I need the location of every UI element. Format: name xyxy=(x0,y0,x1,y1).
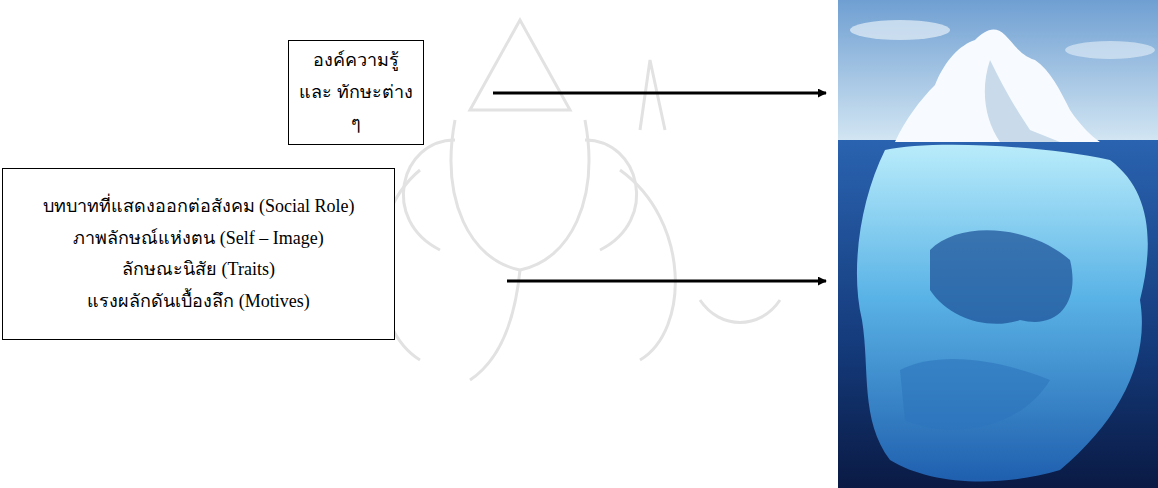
watermark-crown xyxy=(470,20,570,110)
iceberg-photo xyxy=(838,0,1158,488)
cloud xyxy=(850,20,950,40)
pointer-arrow xyxy=(493,92,826,95)
cloud xyxy=(1065,41,1155,59)
watermark-detail xyxy=(640,60,780,323)
watermark-trunk xyxy=(470,270,520,380)
ice-shadow xyxy=(930,230,1073,323)
box-text: แรงผลักดันเบื้องลึก (Motives) xyxy=(87,286,310,318)
iceberg-underwater xyxy=(857,145,1148,482)
watermark-head xyxy=(451,120,589,270)
text-box: องค์ความรู้และ ทักษะต่าง ๆ xyxy=(288,40,424,145)
tip-shade xyxy=(985,60,1060,142)
sea xyxy=(838,140,1158,488)
arrows xyxy=(493,93,826,281)
watermark-arc xyxy=(379,170,676,360)
watermark xyxy=(379,20,780,380)
box-text: บทบาทที่แสดงออกต่อสังคม (Social Role) xyxy=(43,191,355,223)
sky xyxy=(838,0,1158,142)
ice-shadow xyxy=(900,359,1050,430)
box-text: ภาพลักษณ์แห่งตน (Self – Image) xyxy=(73,223,323,255)
box-text: องค์ความรู้และ ทักษะต่าง ๆ xyxy=(297,45,415,140)
watermark-ear xyxy=(403,140,455,250)
iceberg-tip xyxy=(895,30,1100,142)
box-text: ลักษณะนิสัย (Traits) xyxy=(122,254,275,286)
watermark-ear xyxy=(585,140,637,250)
text-box: บทบาทที่แสดงออกต่อสังคม (Social Role)ภาพ… xyxy=(2,168,395,340)
pointer-arrow xyxy=(507,280,826,283)
